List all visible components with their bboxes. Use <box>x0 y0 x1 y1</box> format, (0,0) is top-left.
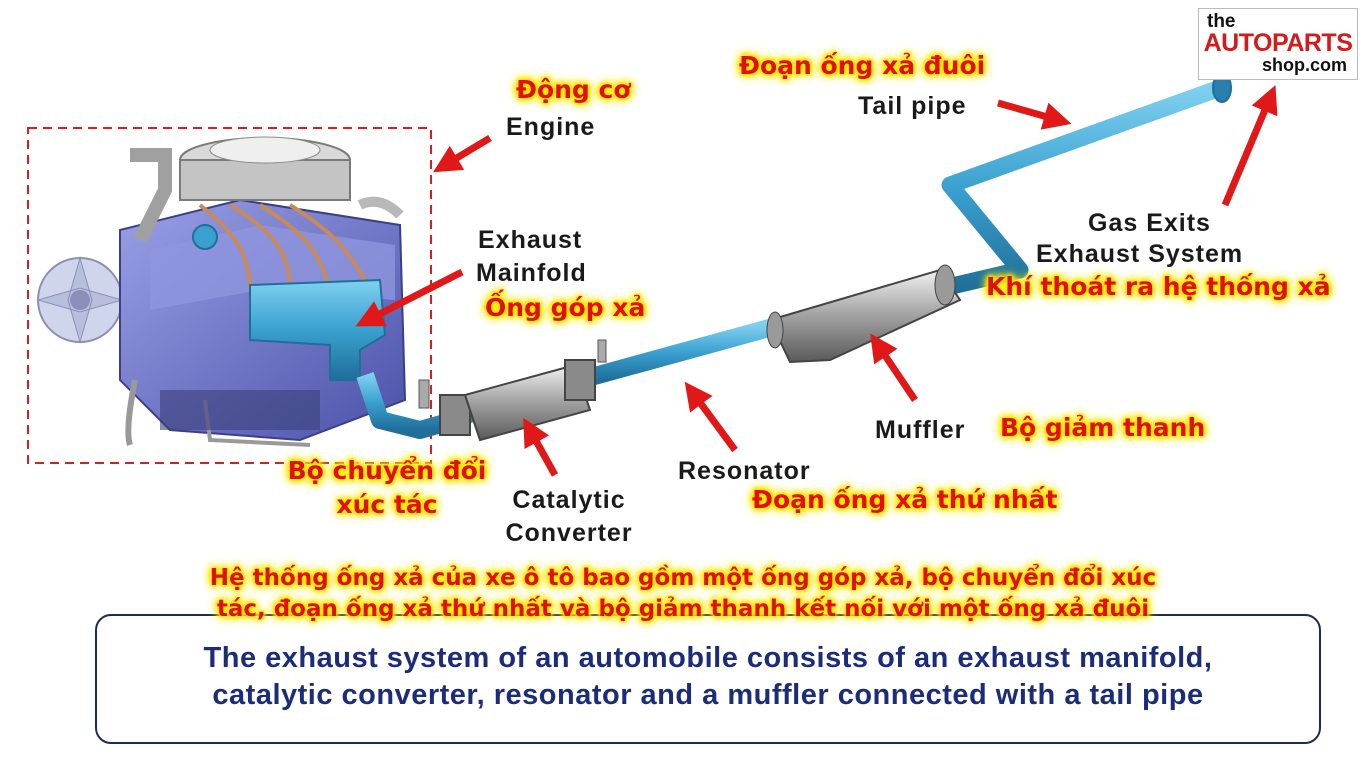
manifold-label-en-2: Mainfold <box>476 259 587 287</box>
tailpipe-arrow <box>997 99 1072 130</box>
catalytic-converter-shape <box>418 339 607 442</box>
muffler-arrow <box>870 333 918 402</box>
catalytic-label-en-2: Converter <box>505 519 633 547</box>
manifold-label-en-1: Exhaust <box>478 226 583 254</box>
muffler-label-en: Muffler <box>875 416 966 444</box>
caption-english: The exhaust system of an automobile cons… <box>95 640 1321 714</box>
logo-line-1: the <box>1207 11 1236 32</box>
resonator-label-en: Resonator <box>678 457 811 485</box>
manifold-arrow <box>355 268 464 327</box>
tailpipe-label-vi: Đoạn ống xả đuôi <box>739 51 986 80</box>
caption-vi-line-2: tác, đoạn ống xả thứ nhất và bộ giảm tha… <box>216 596 1150 622</box>
catalytic-label-vi-1: Bộ chuyển đổi <box>287 456 487 485</box>
manifold-label-vi: Ống góp xả <box>485 293 646 322</box>
autoparts-shop-logo: the AUTOPARTS shop.com <box>1198 8 1358 80</box>
catalytic-label-en-1: Catalytic <box>512 486 626 514</box>
muffler-shape <box>766 264 962 364</box>
catalytic-label-vi-2: xúc tác <box>336 490 438 519</box>
catalytic-arrow <box>523 417 559 477</box>
gas-exit-arrow <box>1221 85 1278 207</box>
engine-label-en: Engine <box>506 113 596 141</box>
gas-exit-label-en-1: Gas Exits <box>1088 209 1211 237</box>
gas-exit-label-vi: Khí thoát ra hệ thống xả <box>986 272 1331 301</box>
pointer-arrows <box>355 85 1278 477</box>
logo-line-2: AUTOPARTS <box>1203 29 1353 57</box>
caption-box <box>95 614 1321 744</box>
engine-illustration <box>36 136 407 447</box>
caption-en-line-1: The exhaust system of an automobile cons… <box>203 642 1213 674</box>
resonator-arrow <box>684 381 738 453</box>
caption-vietnamese: Hệ thống ống xả của xe ô tô bao gồm một … <box>150 563 1216 625</box>
engine-label-vi: Động cơ <box>516 75 631 104</box>
caption-en-line-2: catalytic converter, resonator and a muf… <box>212 679 1204 711</box>
tailpipe-label-en: Tail pipe <box>858 92 967 120</box>
engine-dashed-frame <box>27 127 432 464</box>
resonator-label-vi: Đoạn ống xả thứ nhất <box>752 485 1058 514</box>
engine-arrow <box>432 134 492 173</box>
logo-line-3: shop.com <box>1261 55 1347 75</box>
muffler-label-vi: Bộ giảm thanh <box>1000 413 1206 442</box>
caption-vi-line-1: Hệ thống ống xả của xe ô tô bao gồm một … <box>209 565 1157 591</box>
gas-exit-label-en-2: Exhaust System <box>1036 240 1244 268</box>
